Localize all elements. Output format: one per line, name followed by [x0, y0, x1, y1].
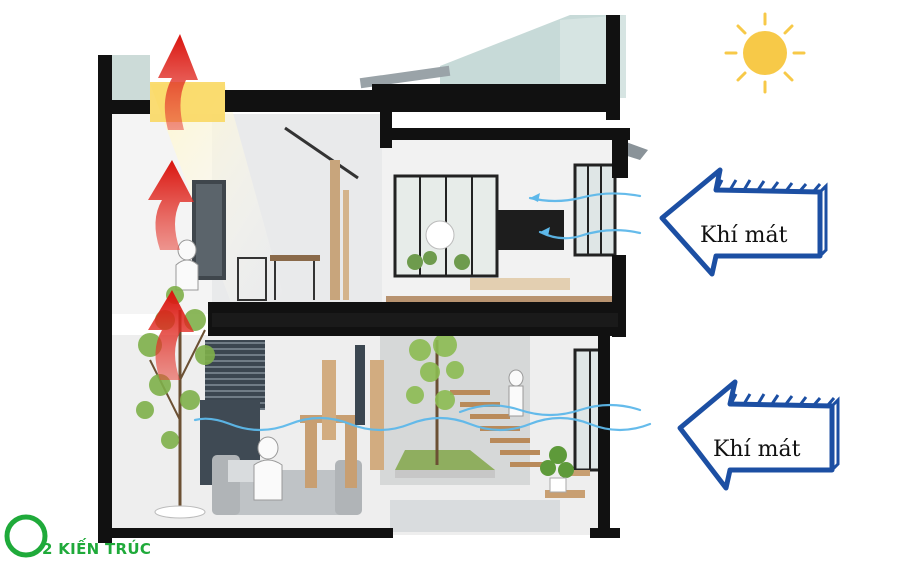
upper-right-room: [386, 138, 648, 306]
sun-icon: [724, 12, 806, 94]
skylight-opening: [150, 82, 225, 122]
courtyard-tree-center: [406, 333, 464, 465]
ground-floor: [200, 340, 607, 532]
cool-air-label-upper: Khí mát: [700, 223, 788, 248]
cool-air-arrow-icon: [659, 167, 828, 277]
second-floor-slab-core: [212, 313, 618, 327]
airflow-arrowheads: [530, 193, 550, 236]
logo-text: 2 KIẾN TRÚC: [42, 540, 152, 558]
potted-plant: [540, 446, 574, 493]
cool-air-arrow-icon: [677, 379, 840, 491]
airflow-lines: [193, 192, 652, 432]
upper-floor-furniture: [175, 126, 359, 301]
cool-air-label-lower: Khí mát: [713, 437, 801, 462]
hot-air-arrow-icon: [148, 160, 194, 250]
hot-air-arrow-icon: [158, 34, 198, 130]
logo-mark: [4, 514, 48, 558]
hot-air-arrow-icon: [148, 290, 194, 380]
